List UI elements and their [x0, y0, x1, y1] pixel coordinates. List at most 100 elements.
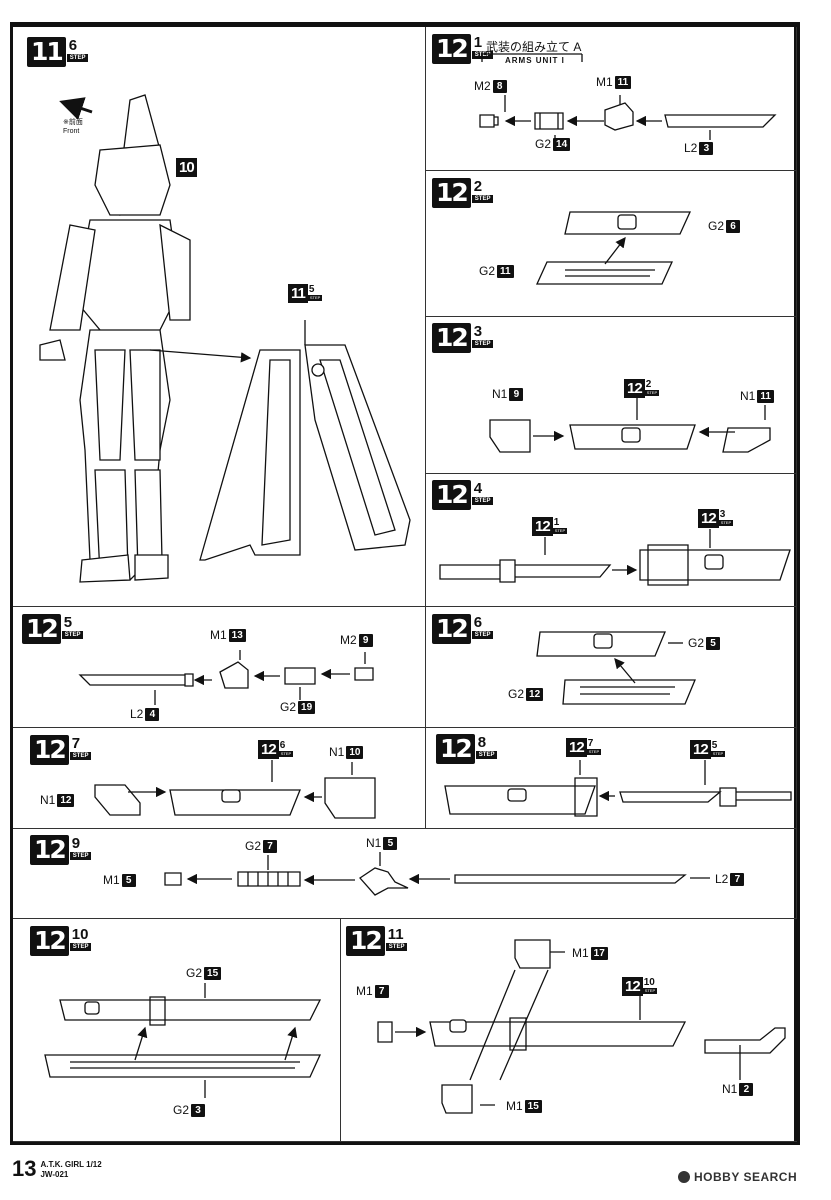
step-main-number: 12 — [346, 926, 385, 956]
step-header-11-6: 11 6 STEP — [27, 37, 89, 67]
runner-id: G2 — [186, 966, 203, 980]
panel-12-4 — [426, 474, 797, 607]
ref-number: 11 — [288, 284, 308, 303]
front-note-en: Front — [63, 128, 80, 135]
section-title-en: ARMS UNIT I — [505, 56, 565, 65]
step-main-number: 12 — [30, 735, 69, 765]
step-header-12-6: 12 6 STEP — [432, 614, 494, 644]
part-number: 15 — [524, 1099, 542, 1113]
front-note: ※前面 Front — [63, 118, 83, 136]
panel-12-11 — [341, 919, 797, 1142]
panel-12-1 — [426, 27, 797, 171]
step-sub-number: 8 — [477, 734, 487, 751]
ref-step: 1 — [553, 517, 560, 528]
ref-number: 12 — [698, 509, 719, 528]
watermark-logo-icon — [678, 1171, 690, 1183]
runner-id: G2 — [708, 219, 725, 233]
ref-number: 12 — [624, 379, 645, 398]
step-header-12-7: 12 7 STEP — [30, 735, 92, 765]
ref-label: STEP — [586, 749, 602, 755]
step-header-12-9: 12 9 STEP — [30, 835, 92, 865]
step-header-12-5: 12 5 STEP — [22, 614, 84, 644]
runner-id: M1 — [572, 946, 589, 960]
step-header-12-10: 12 10 STEP — [30, 926, 92, 956]
panel-12-8 — [426, 728, 797, 829]
page-frame — [10, 22, 800, 1145]
runner-id: N1 — [366, 836, 382, 850]
step-label: STEP — [66, 54, 89, 62]
step-main-number: 11 — [27, 37, 66, 67]
runner-id: L2 — [130, 707, 144, 721]
ref-step: 5 — [308, 284, 315, 295]
runner-id: G2 — [535, 137, 552, 151]
step-main-number: 12 — [30, 835, 69, 865]
runner-id: N1 — [492, 387, 508, 401]
runner-id: L2 — [715, 872, 729, 886]
part-number: 11 — [757, 389, 774, 403]
part-number: 9 — [358, 633, 373, 647]
step-sub-number: 3 — [473, 323, 483, 340]
panel-11-6 — [13, 27, 426, 607]
step-header-12-4: 12 4 STEP — [432, 480, 494, 510]
part-number: 6 — [726, 219, 741, 233]
watermark: HOBBY SEARCH — [678, 1170, 797, 1184]
part-number: 10 — [346, 745, 364, 759]
ref-number: 12 — [532, 517, 553, 536]
runner-id: L2 — [684, 141, 698, 155]
part-number: 3 — [191, 1103, 206, 1117]
step-sub-number: 9 — [71, 835, 81, 852]
step-label: STEP — [69, 943, 92, 951]
part-number: 5 — [121, 873, 136, 887]
panel-12-6 — [426, 607, 797, 728]
part-number: 17 — [590, 946, 608, 960]
ref-number: 12 — [258, 740, 279, 759]
page-footer: 13 A.T.K. GIRL 1/12 JW-021 — [12, 1158, 102, 1180]
step-sub-number: 5 — [63, 614, 73, 631]
product-name: A.T.K. GIRL 1/12 — [40, 1160, 102, 1169]
step-sub-number: 2 — [473, 178, 483, 195]
runner-id: G2 — [245, 839, 262, 853]
part-number: 12 — [526, 687, 544, 701]
ref-label: STEP — [642, 988, 658, 994]
step-label: STEP — [61, 631, 84, 639]
runner-id: M2 — [340, 633, 357, 647]
part-number: 14 — [553, 137, 571, 151]
step-label: STEP — [69, 852, 92, 860]
step-sub-number: 1 — [473, 34, 483, 51]
front-note-ja: ※前面 — [63, 119, 83, 126]
step-sub-number: 10 — [71, 926, 89, 943]
part-number: 13 — [228, 628, 246, 642]
step-sub-number: 6 — [473, 614, 483, 631]
step-label: STEP — [471, 340, 494, 348]
runner-id: N1 — [40, 793, 56, 807]
ref-number: 12 — [690, 740, 711, 759]
part-number: 5 — [383, 836, 398, 850]
panel-12-2 — [426, 171, 797, 317]
runner-id: M1 — [210, 628, 227, 642]
part-number: 2 — [739, 1082, 754, 1096]
part-number: 4 — [145, 707, 160, 721]
step-label: STEP — [475, 751, 498, 759]
panel-12-9 — [13, 829, 797, 919]
